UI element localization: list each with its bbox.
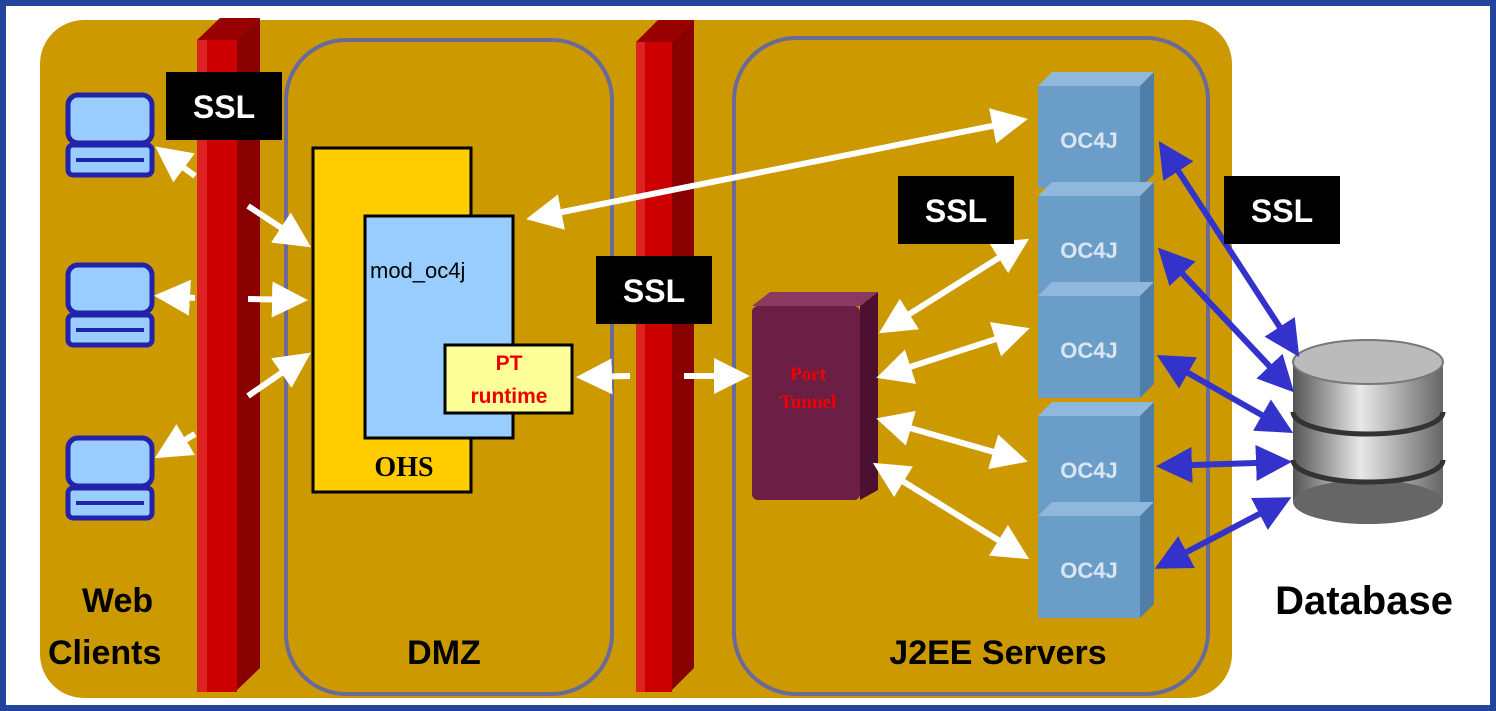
- oc4j-container: OC4J: [1038, 282, 1154, 398]
- port-tunnel-line2: Tunnel: [780, 392, 836, 413]
- oc4j-label: OC4J: [1060, 558, 1117, 583]
- web-clients-label: Web Clients: [48, 582, 163, 672]
- database-arrows: [1154, 140, 1300, 569]
- port-tunnel: [752, 292, 878, 500]
- ohs-label: OHS: [374, 452, 433, 483]
- port-tunnel-line1: Port: [790, 364, 827, 385]
- connection-arrows: [154, 108, 1030, 560]
- mod-oc4j-label: mod_oc4j: [370, 258, 465, 283]
- dmz-label: DMZ: [407, 634, 481, 672]
- firewall-outer: [197, 18, 260, 692]
- pt-runtime-box: [443, 343, 574, 415]
- ssl-badge: SSL: [1224, 176, 1340, 244]
- ssl-label: SSL: [623, 273, 685, 309]
- ssl-label: SSL: [1251, 193, 1313, 229]
- pt-runtime-line2: runtime: [470, 385, 547, 408]
- database-label: Database: [1275, 579, 1453, 623]
- ssl-label: SSL: [925, 193, 987, 229]
- oc4j-container: OC4J: [1038, 502, 1154, 618]
- computer-icon: [65, 92, 155, 178]
- database-icon: [1290, 339, 1446, 524]
- oc4j-group: OC4J OC4J OC4J OC4J OC4J: [1038, 72, 1154, 618]
- oc4j-container: OC4J: [1038, 402, 1154, 518]
- ssl-badge: SSL: [596, 256, 712, 324]
- oc4j-container: OC4J: [1038, 182, 1154, 298]
- oc4j-container: OC4J: [1038, 72, 1154, 188]
- ssl-badge: SSL: [166, 72, 282, 140]
- oc4j-label: OC4J: [1060, 338, 1117, 363]
- computer-icon: [65, 435, 155, 521]
- oc4j-label: OC4J: [1060, 458, 1117, 483]
- computer-icon: [65, 262, 155, 348]
- ssl-label: SSL: [193, 89, 255, 125]
- oc4j-label: OC4J: [1060, 238, 1117, 263]
- ssl-badge: SSL: [898, 176, 1014, 244]
- j2ee-servers-label: J2EE Servers: [889, 634, 1106, 672]
- firewall-inner: [636, 20, 694, 692]
- oc4j-label: OC4J: [1060, 128, 1117, 153]
- pt-runtime-line1: PT: [496, 352, 523, 375]
